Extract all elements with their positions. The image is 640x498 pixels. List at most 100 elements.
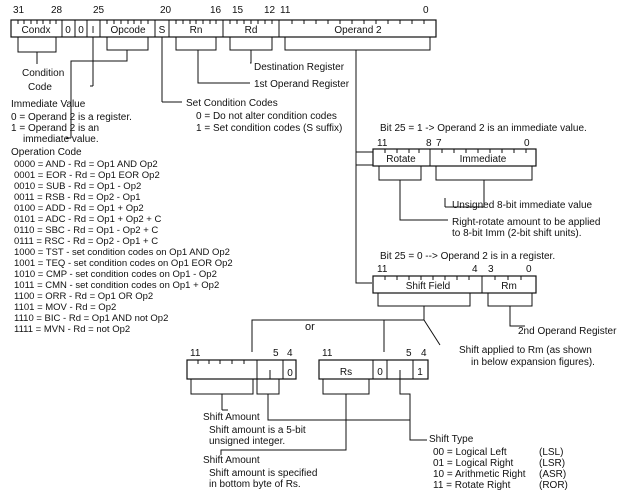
register-operand: Bit 25 = 0 --> Operand 2 is in a registe… [251, 251, 617, 368]
field-condx: Condx [22, 25, 51, 36]
bit-label: 4 [472, 264, 478, 275]
bit-label: 11 [322, 348, 333, 359]
bit-label: 5 [273, 348, 279, 359]
opcode-item: 0111 = RSC - Rd = Op2 - Op1 + C [14, 236, 158, 247]
shift-type-mnemonic: (LSL) [539, 447, 563, 458]
condition-code-label: Condition [22, 68, 64, 79]
bit-label: 12 [264, 5, 276, 16]
bit-label: 31 [13, 5, 25, 16]
opcode-item: 0000 = AND - Rd = Op1 AND Op2 [14, 159, 158, 170]
shift-amount-title: Shift Amount [203, 412, 260, 423]
immediate-value-line: 1 = Operand 2 is an [11, 123, 99, 134]
immediate-field: Immediate [460, 154, 507, 165]
register-box [372, 275, 537, 294]
bit-label: 0 [524, 138, 530, 149]
field-rd: Rd [245, 25, 258, 36]
destination-register-label: Destination Register [254, 62, 345, 73]
bit-label: 8 [426, 138, 432, 149]
opcode-item: 1011 = CMN - set condition codes on Op1 … [14, 280, 219, 291]
shift-type-item: 10 = Arithmetic Right [433, 469, 526, 480]
immediate-title: Bit 25 = 1 -> Operand 2 is an immediate … [380, 123, 587, 134]
opcode-item: 1111 = MVN - Rd = not Op2 [14, 324, 130, 335]
operation-code-title: Operation Code [11, 147, 82, 158]
opcode-item: 1010 = CMP - set condition codes on Op1 … [14, 269, 217, 280]
set-condition-line: 1 = Set condition codes (S suffix) [196, 123, 342, 134]
shift-field: Shift Field [406, 281, 450, 292]
rotate-note: to 8-bit Imm (2-bit shift units). [452, 228, 581, 239]
shift-amount-title: Shift Amount [203, 455, 260, 466]
set-condition-title: Set Condition Codes [186, 98, 278, 109]
rotate-field: Rotate [386, 154, 416, 165]
shift-type-mnemonic: (ASR) [539, 469, 566, 480]
bit-label: 4 [287, 348, 293, 359]
bit-label: 15 [232, 5, 244, 16]
form2-bit7: 0 [377, 367, 383, 378]
shift-type-mnemonic: (ROR) [539, 480, 568, 491]
field-operand2: Operand 2 [334, 25, 382, 36]
shift-amount-line: Shift amount is a 5-bit [209, 425, 306, 436]
shift-type-mnemonic: (LSR) [539, 458, 565, 469]
opcode-item: 0101 = ADC - Rd = Op1 + Op2 + C [14, 214, 161, 225]
opcode-item: 0011 = RSB - Rd = Op2 - Op1 [14, 192, 141, 203]
shift-type-item: 11 = Rotate Right [433, 480, 511, 491]
shift-type: Shift Type 00 = Logical Left (LSL) 01 = … [429, 434, 568, 491]
shift-note: Shift applied to Rm (as shown [459, 345, 592, 356]
shift-form1-box [186, 359, 297, 380]
opcode-item: 1101 = MOV - Rd = Op2 [14, 302, 116, 313]
opcode-item: 0010 = SUB - Rd = Op1 - Op2 [14, 181, 141, 192]
rs-field: Rs [340, 367, 352, 378]
immediate-value-line: immediate value. [23, 134, 99, 145]
bit-label: 11 [377, 264, 388, 275]
bit-label: 11 [377, 138, 388, 149]
bit-label: 7 [436, 138, 442, 149]
shift-amount-line: in bottom byte of Rs. [209, 479, 301, 490]
bit-label: 16 [210, 5, 222, 16]
immediate-operand: Bit 25 = 1 -> Operand 2 is an immediate … [372, 123, 600, 239]
form2-bit4: 1 [417, 367, 423, 378]
shift-forms: or 11 5 4 0 11 5 4 Rs 0 1 [186, 321, 429, 455]
field-bit26: 0 [78, 25, 84, 36]
immediate-value-line: 0 = Operand 2 is a register. [11, 112, 132, 123]
instruction-word: 31 28 25 20 16 15 12 11 0 Condx 0 0 I Op… [10, 5, 437, 38]
opcode-item: 0110 = SBC - Rd = Op1 - Op2 + C [14, 225, 158, 236]
bit-label: 0 [526, 264, 532, 275]
unsigned-note: Unsigned 8-bit immediate value [452, 200, 593, 211]
form1-bit4: 0 [287, 368, 293, 379]
field-s: S [159, 25, 166, 36]
opcode-item: 1110 = BIC - Rd = Op1 AND not Op2 [14, 313, 168, 324]
condition-code-label: Code [28, 82, 52, 93]
opcode-item: 1100 = ORR - Rd = Op1 OR Op2 [14, 291, 153, 302]
bit-label: 5 [406, 348, 412, 359]
opcode-item: 1001 = TEQ - set condition codes on Op1 … [14, 258, 233, 269]
shift-note: in below expansion figures). [471, 357, 595, 368]
or-label: or [305, 321, 315, 333]
bit-label: 11 [280, 5, 291, 16]
bit-label: 3 [488, 264, 494, 275]
connector-lines [17, 37, 431, 284]
opcode-item: 0100 = ADD - Rd = Op1 + Op2 [14, 203, 144, 214]
rotate-note: Right-rotate amount to be applied [452, 217, 600, 228]
field-rn: Rn [190, 25, 203, 36]
shift-type-item: 00 = Logical Left [433, 447, 507, 458]
rm-field: Rm [501, 281, 517, 292]
bit-label: 25 [93, 5, 105, 16]
field-bit27: 0 [65, 25, 71, 36]
bit-label: 20 [160, 5, 172, 16]
bit-label: 28 [51, 5, 63, 16]
bit-label: 11 [190, 348, 201, 359]
field-i: I [92, 25, 95, 36]
opcode-item: 0001 = EOR - Rd = Op1 EOR Op2 [14, 170, 160, 181]
bit-label: 4 [421, 348, 427, 359]
bit-label: 0 [423, 5, 429, 16]
opcode-item: 1000 = TST - set condition codes on Op1 … [14, 247, 230, 258]
rm-note: 2nd Operand Register [518, 326, 617, 337]
field-opcode: Opcode [110, 25, 145, 36]
shift-amount-line: Shift amount is specified [209, 468, 317, 479]
shift-type-title: Shift Type [429, 434, 474, 445]
shift-type-item: 01 = Logical Right [433, 458, 514, 469]
set-condition-line: 0 = Do not alter condition codes [196, 111, 337, 122]
shift-amount-line: unsigned integer. [209, 436, 285, 447]
register-title: Bit 25 = 0 --> Operand 2 is in a registe… [380, 251, 555, 262]
opcode-list: 0000 = AND - Rd = Op1 AND Op2 0001 = EOR… [14, 159, 233, 335]
